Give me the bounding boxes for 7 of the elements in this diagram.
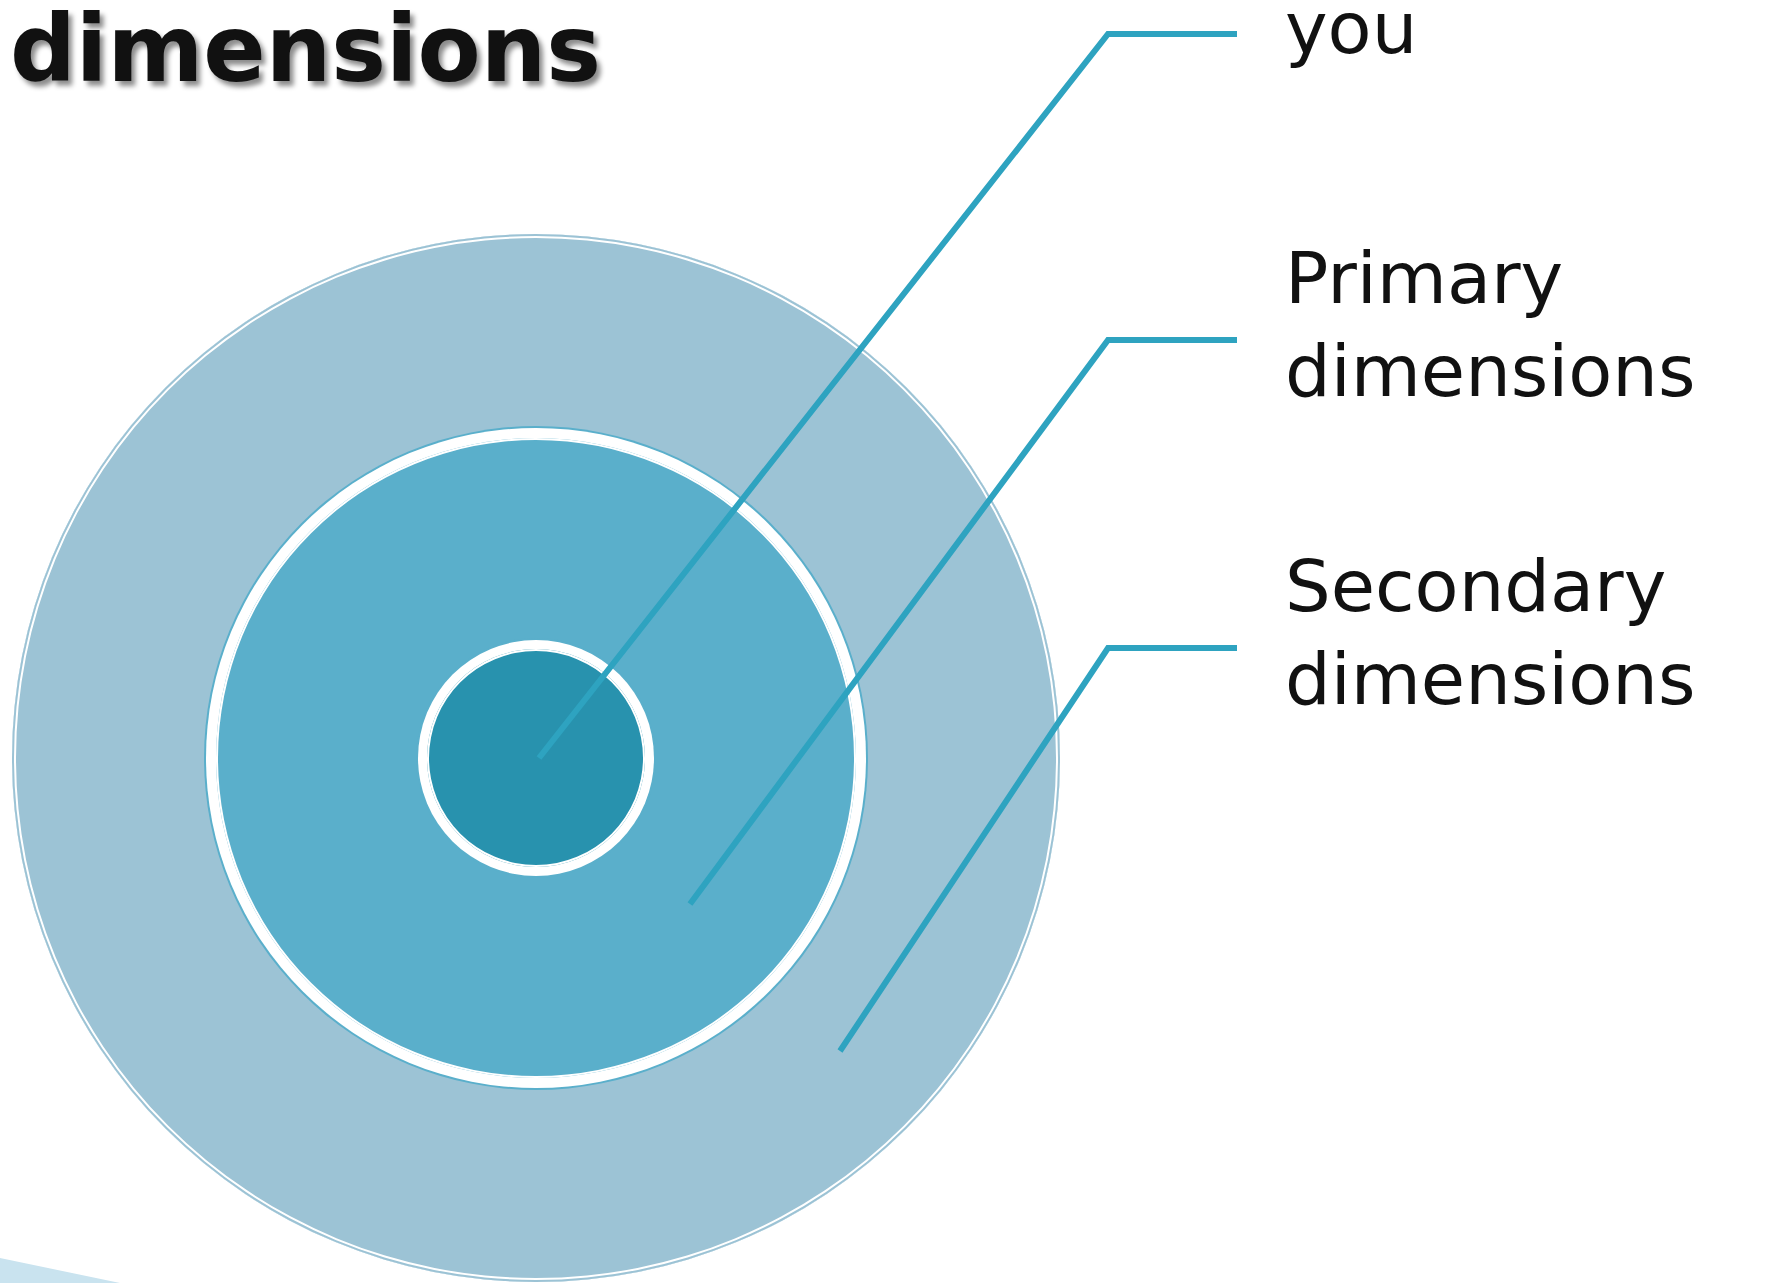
dimension-label: Primary dimensions bbox=[1240, 232, 1767, 418]
dimension-label: you bbox=[1240, 0, 1767, 75]
leader-line bbox=[536, 31, 1237, 760]
title: dimensions bbox=[10, 0, 601, 103]
leader-line bbox=[687, 337, 1237, 906]
dimension-label: Secondary dimensions bbox=[1240, 540, 1767, 726]
leader-line bbox=[837, 645, 1237, 1053]
